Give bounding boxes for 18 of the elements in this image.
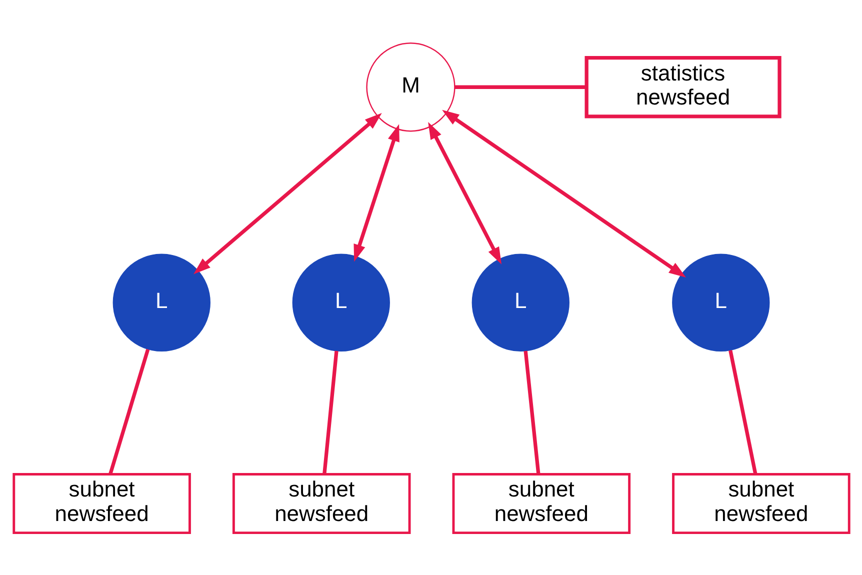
connector (728, 350, 757, 474)
node-box: subnet newsfeed (12, 472, 190, 534)
node-box: subnet newsfeed (672, 472, 850, 534)
connector (523, 350, 540, 474)
connector (454, 84, 586, 88)
arrow (353, 124, 399, 262)
node-circle: L (471, 253, 569, 351)
node-box: subnet newsfeed (452, 472, 630, 534)
node-circle: L (292, 253, 390, 351)
arrow (192, 112, 382, 274)
node-circle: M (366, 42, 455, 132)
node-circle: L (672, 253, 770, 351)
connector (108, 348, 150, 474)
connector (322, 350, 338, 474)
arrow (442, 109, 686, 277)
node-box: statistics newsfeed (584, 56, 781, 118)
node-box: subnet newsfeed (232, 472, 410, 534)
arrow (428, 122, 502, 264)
